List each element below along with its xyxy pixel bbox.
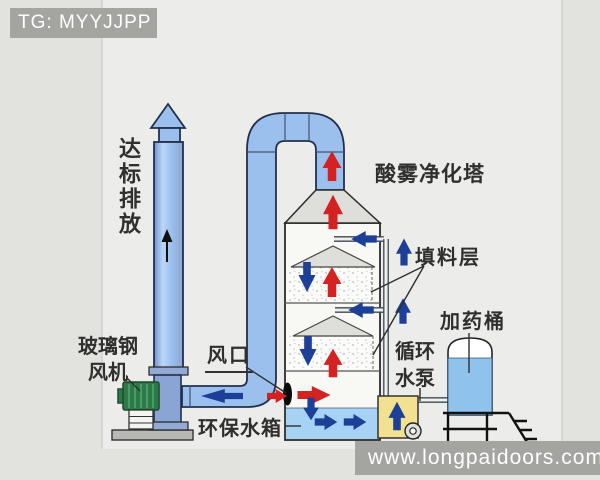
purification-tower: [283, 189, 382, 441]
watermark-telegram: TG: MYYJJPP: [10, 8, 157, 38]
fan-stand: [128, 409, 154, 430]
barrel-stand: [443, 411, 509, 445]
spray-cone-2: [292, 315, 374, 337]
label-frp-fan: 玻璃钢 风机: [66, 334, 150, 386]
stack-flange-lower: [148, 421, 189, 431]
stack-pipe: [153, 141, 184, 369]
label-frp-fan-line2: 风机: [88, 362, 128, 384]
label-circulating-pump-line2: 水泵: [395, 368, 435, 390]
label-tower-title: 酸雾净化塔: [375, 163, 485, 186]
stack-flow-arrow-icon: [161, 229, 173, 262]
frp-fan-motor: [117, 381, 160, 430]
exhaust-stack: [148, 102, 189, 431]
label-packing-layer: 填料层: [415, 247, 481, 269]
label-circulating-pump: 循环 水泵: [388, 339, 442, 393]
label-pointers: [126, 265, 470, 427]
label-frp-fan-line1: 玻璃钢: [78, 336, 138, 358]
stack-flange-upper: [148, 366, 189, 376]
label-air-inlet: 风口: [205, 339, 253, 373]
label-circulating-pump-line1: 循环: [395, 341, 435, 363]
label-dosing-barrel: 加药桶: [440, 311, 506, 333]
barrel-ladder: [507, 412, 537, 448]
exhaust-elbow-duct: [181, 112, 345, 408]
label-compliant-discharge: 达标排放: [116, 137, 141, 237]
dosing-barrel: [443, 337, 537, 448]
gas-inlet-port: [283, 382, 292, 406]
label-water-tank: 环保水箱: [198, 418, 282, 440]
watermark-website: www.longpaidoors.com: [355, 441, 600, 475]
fan-base-plate: [111, 429, 194, 441]
stack-collar: [158, 127, 181, 143]
spray-cone-1: [290, 245, 376, 268]
